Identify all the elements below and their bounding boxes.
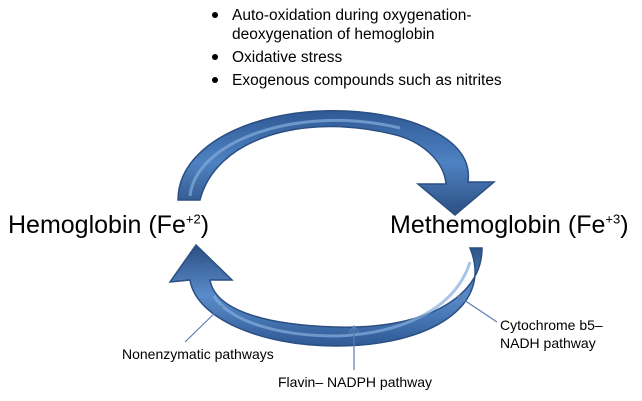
bullet-dot-icon xyxy=(212,54,218,60)
cytochrome-pathway-label: Cytochrome b5– NADH pathway xyxy=(500,317,603,351)
cause-item: Oxidative stress xyxy=(210,48,590,67)
oxidation-arrow-highlight xyxy=(188,119,401,197)
cause-list: Auto-oxidation during oxygenation- deoxy… xyxy=(210,6,590,94)
cause-text: deoxygenation of hemoglobin xyxy=(232,26,435,43)
hemoglobin-charge: +2 xyxy=(185,211,201,227)
reduction-arrow xyxy=(168,243,483,347)
hemoglobin-label: Hemoglobin (Fe+2) xyxy=(8,211,210,239)
flavin-pathway-label: Flavin– NADPH pathway xyxy=(278,374,433,390)
oxidation-arrow xyxy=(177,109,497,216)
bullet-dot-icon xyxy=(212,77,218,83)
nonenzymatic-pathway-label: Nonenzymatic pathways xyxy=(122,346,274,362)
flavin-pointer-head xyxy=(348,324,360,334)
cytochrome-pointer xyxy=(457,295,498,323)
methemoglobin-charge: +3 xyxy=(605,211,621,227)
cause-item: Exogenous compounds such as nitrites xyxy=(210,71,590,90)
cause-text: Exogenous compounds such as nitrites xyxy=(232,72,502,89)
cause-item: Auto-oxidation during oxygenation- deoxy… xyxy=(210,6,590,44)
nonenzymatic-pointer-head xyxy=(213,305,223,315)
cytochrome-pointer-head xyxy=(457,295,466,305)
bullet-dot-icon xyxy=(212,12,218,18)
nonenzymatic-pointer xyxy=(184,305,223,343)
cause-text: Oxidative stress xyxy=(232,49,343,66)
cause-text: Auto-oxidation during oxygenation- xyxy=(232,7,472,24)
reduction-arrow-highlight xyxy=(212,261,472,338)
methemoglobin-label: Methemoglobin (Fe+3) xyxy=(390,211,629,239)
